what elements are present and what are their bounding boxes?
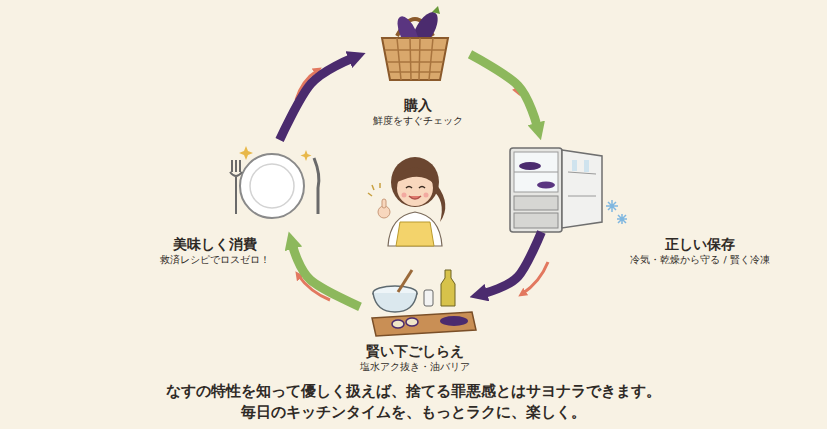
cycle-arrow [485,232,541,293]
bangs [397,168,434,184]
salt-shaker [424,290,433,306]
sparkle [301,150,312,161]
cycle-arrow [293,247,360,307]
step-heading: 賢い下ごしらえ [330,342,500,360]
cycle-step: 購入鮮度をすぐチェック [365,8,470,92]
fridge-door [562,150,602,228]
fridge-shelf [514,172,558,173]
cycle-arrow [470,54,537,124]
fork [230,160,242,214]
basket-weave [385,38,445,80]
eggplant-slice [392,320,404,328]
door-bottle [584,160,589,172]
cycle-step: 美味しく消費救済レシピでロスゼロ！ [150,140,330,232]
cheek [424,193,429,198]
sparkle [239,146,253,160]
snowflake [606,200,618,212]
caption: なすの特性を知って優しく扱えば、捨てる罪悪感とはサヨナラできます。 毎日のキッチ… [162,381,666,423]
cheek [402,193,407,198]
step-text: 購入鮮度をすぐチェック [343,96,493,128]
step-heading: 正しい保存 [620,235,780,253]
eggplant [440,316,468,326]
hair [391,157,439,207]
step-heading: 購入 [343,96,493,114]
bowl [373,293,417,312]
thumb [382,199,386,208]
cycle-hint-arrow [296,70,318,100]
eyes [406,187,425,189]
step-heading: 美味しく消費 [145,235,285,253]
step-note: 冷気・乾燥から守る / 賢く冷凍 [620,253,780,267]
eggplant-slice [406,318,418,326]
eggplant-cap [432,6,440,14]
step-text: 美味しく消費救済レシピでロスゼロ！ [145,235,285,267]
basket-body [382,38,448,80]
fridge-inside [514,152,558,192]
cycle-step: 正しい保存冷気・乾燥から守る / 賢く冷凍 [505,140,765,232]
step-text: 正しい保存冷気・乾燥から守る / 賢く冷凍 [620,235,780,267]
sparkle-lines [368,183,380,196]
cycle-hint-arrow [522,262,548,294]
plate-inner [250,164,294,208]
apron [396,222,434,246]
cutting-board [372,312,476,336]
fridge-body [510,148,562,232]
door-shelf [568,172,596,196]
smile [409,196,421,199]
fridge-drawer [514,213,558,228]
cycle-hint-arrow [298,275,330,300]
plate [240,154,304,218]
door-bottle [572,160,577,171]
step-note: 塩水アク抜き・油バリア [330,360,500,374]
oil-bottle [441,270,455,306]
fridge-drawer [514,196,558,210]
step-text: 賢い下ごしらえ塩水アク抜き・油バリア [330,342,500,374]
cycle-step: 賢い下ごしらえ塩水アク抜き・油バリア [360,258,470,380]
step-note: 救済レシピでロスゼロ！ [145,253,285,267]
knife [314,158,319,214]
step-note: 鮮度をすぐチェック [343,114,493,128]
cycle-arrow [280,59,351,140]
cycle-hint-arrow [492,66,518,92]
whisk [398,270,412,292]
shirt [388,212,442,246]
eggplant [519,162,541,170]
snowflake [617,214,627,224]
eggplant [537,182,555,189]
